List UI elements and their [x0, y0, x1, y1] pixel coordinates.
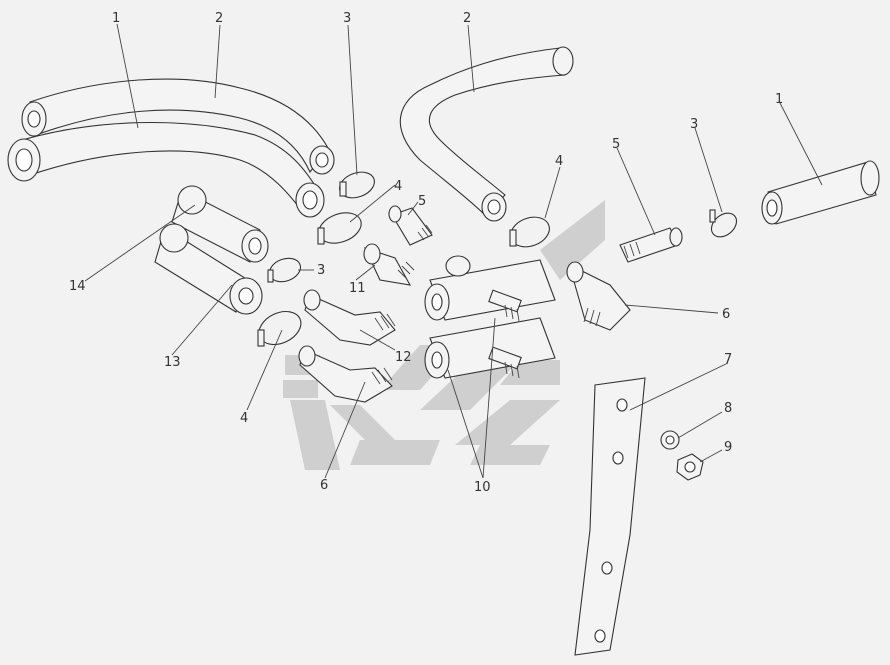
leader-lines: [84, 23, 823, 479]
fitting-5-left: [388, 205, 433, 246]
tube-13: [154, 223, 263, 315]
manifold-10-upper: [424, 255, 556, 322]
callout-label: 5: [612, 137, 620, 152]
fitting-5-right: [619, 227, 683, 263]
callout-label: 14: [69, 279, 86, 294]
nut-9: [676, 453, 704, 481]
callout-label: 13: [164, 355, 181, 370]
elbow-6-left: [298, 345, 393, 403]
bracket-7: [574, 377, 646, 656]
callout-label: 6: [320, 478, 328, 493]
callout-label: 1: [775, 92, 783, 107]
callout-label: 5: [418, 194, 426, 209]
elbow-12: [303, 289, 396, 346]
clamp-4-left: [257, 310, 302, 347]
tube-14: [171, 185, 269, 263]
callout-label: 2: [215, 11, 223, 26]
callout-labels: 1 2 3 2 4 5 5 3 1 4 3 11 14 13 12 6 4 6 …: [69, 11, 783, 495]
clamp-4-center: [509, 216, 550, 248]
callout-label: 2: [463, 11, 471, 26]
callout-label: 11: [349, 281, 366, 296]
tube-2-left: [21, 78, 335, 175]
elbow-6-right: [566, 261, 631, 331]
tube-2-center: [399, 46, 574, 222]
callout-label: 3: [690, 117, 698, 132]
callout-label: 8: [724, 401, 732, 416]
clamp-3-mid: [267, 257, 302, 283]
callout-label: 4: [394, 179, 402, 194]
callout-label: 3: [343, 11, 351, 26]
clamp-3-right: [709, 209, 738, 238]
callout-label: 6: [722, 307, 730, 322]
callout-label: 7: [724, 352, 732, 367]
callout-label: 10: [474, 480, 491, 495]
callout-label: 12: [395, 350, 412, 365]
callout-label: 4: [240, 411, 248, 426]
fitting-11: [363, 243, 415, 286]
callout-label: 4: [555, 154, 563, 169]
lock-washer-8: [660, 430, 680, 450]
clamp-4-top: [317, 212, 362, 245]
clamp-3-top: [339, 171, 375, 199]
tube-1-left: [7, 121, 325, 218]
callout-label: 1: [112, 11, 120, 26]
watermark-logo: [283, 200, 605, 470]
callout-label: 9: [724, 440, 732, 455]
callout-label: 3: [317, 263, 325, 278]
tube-1-right: [761, 160, 880, 225]
